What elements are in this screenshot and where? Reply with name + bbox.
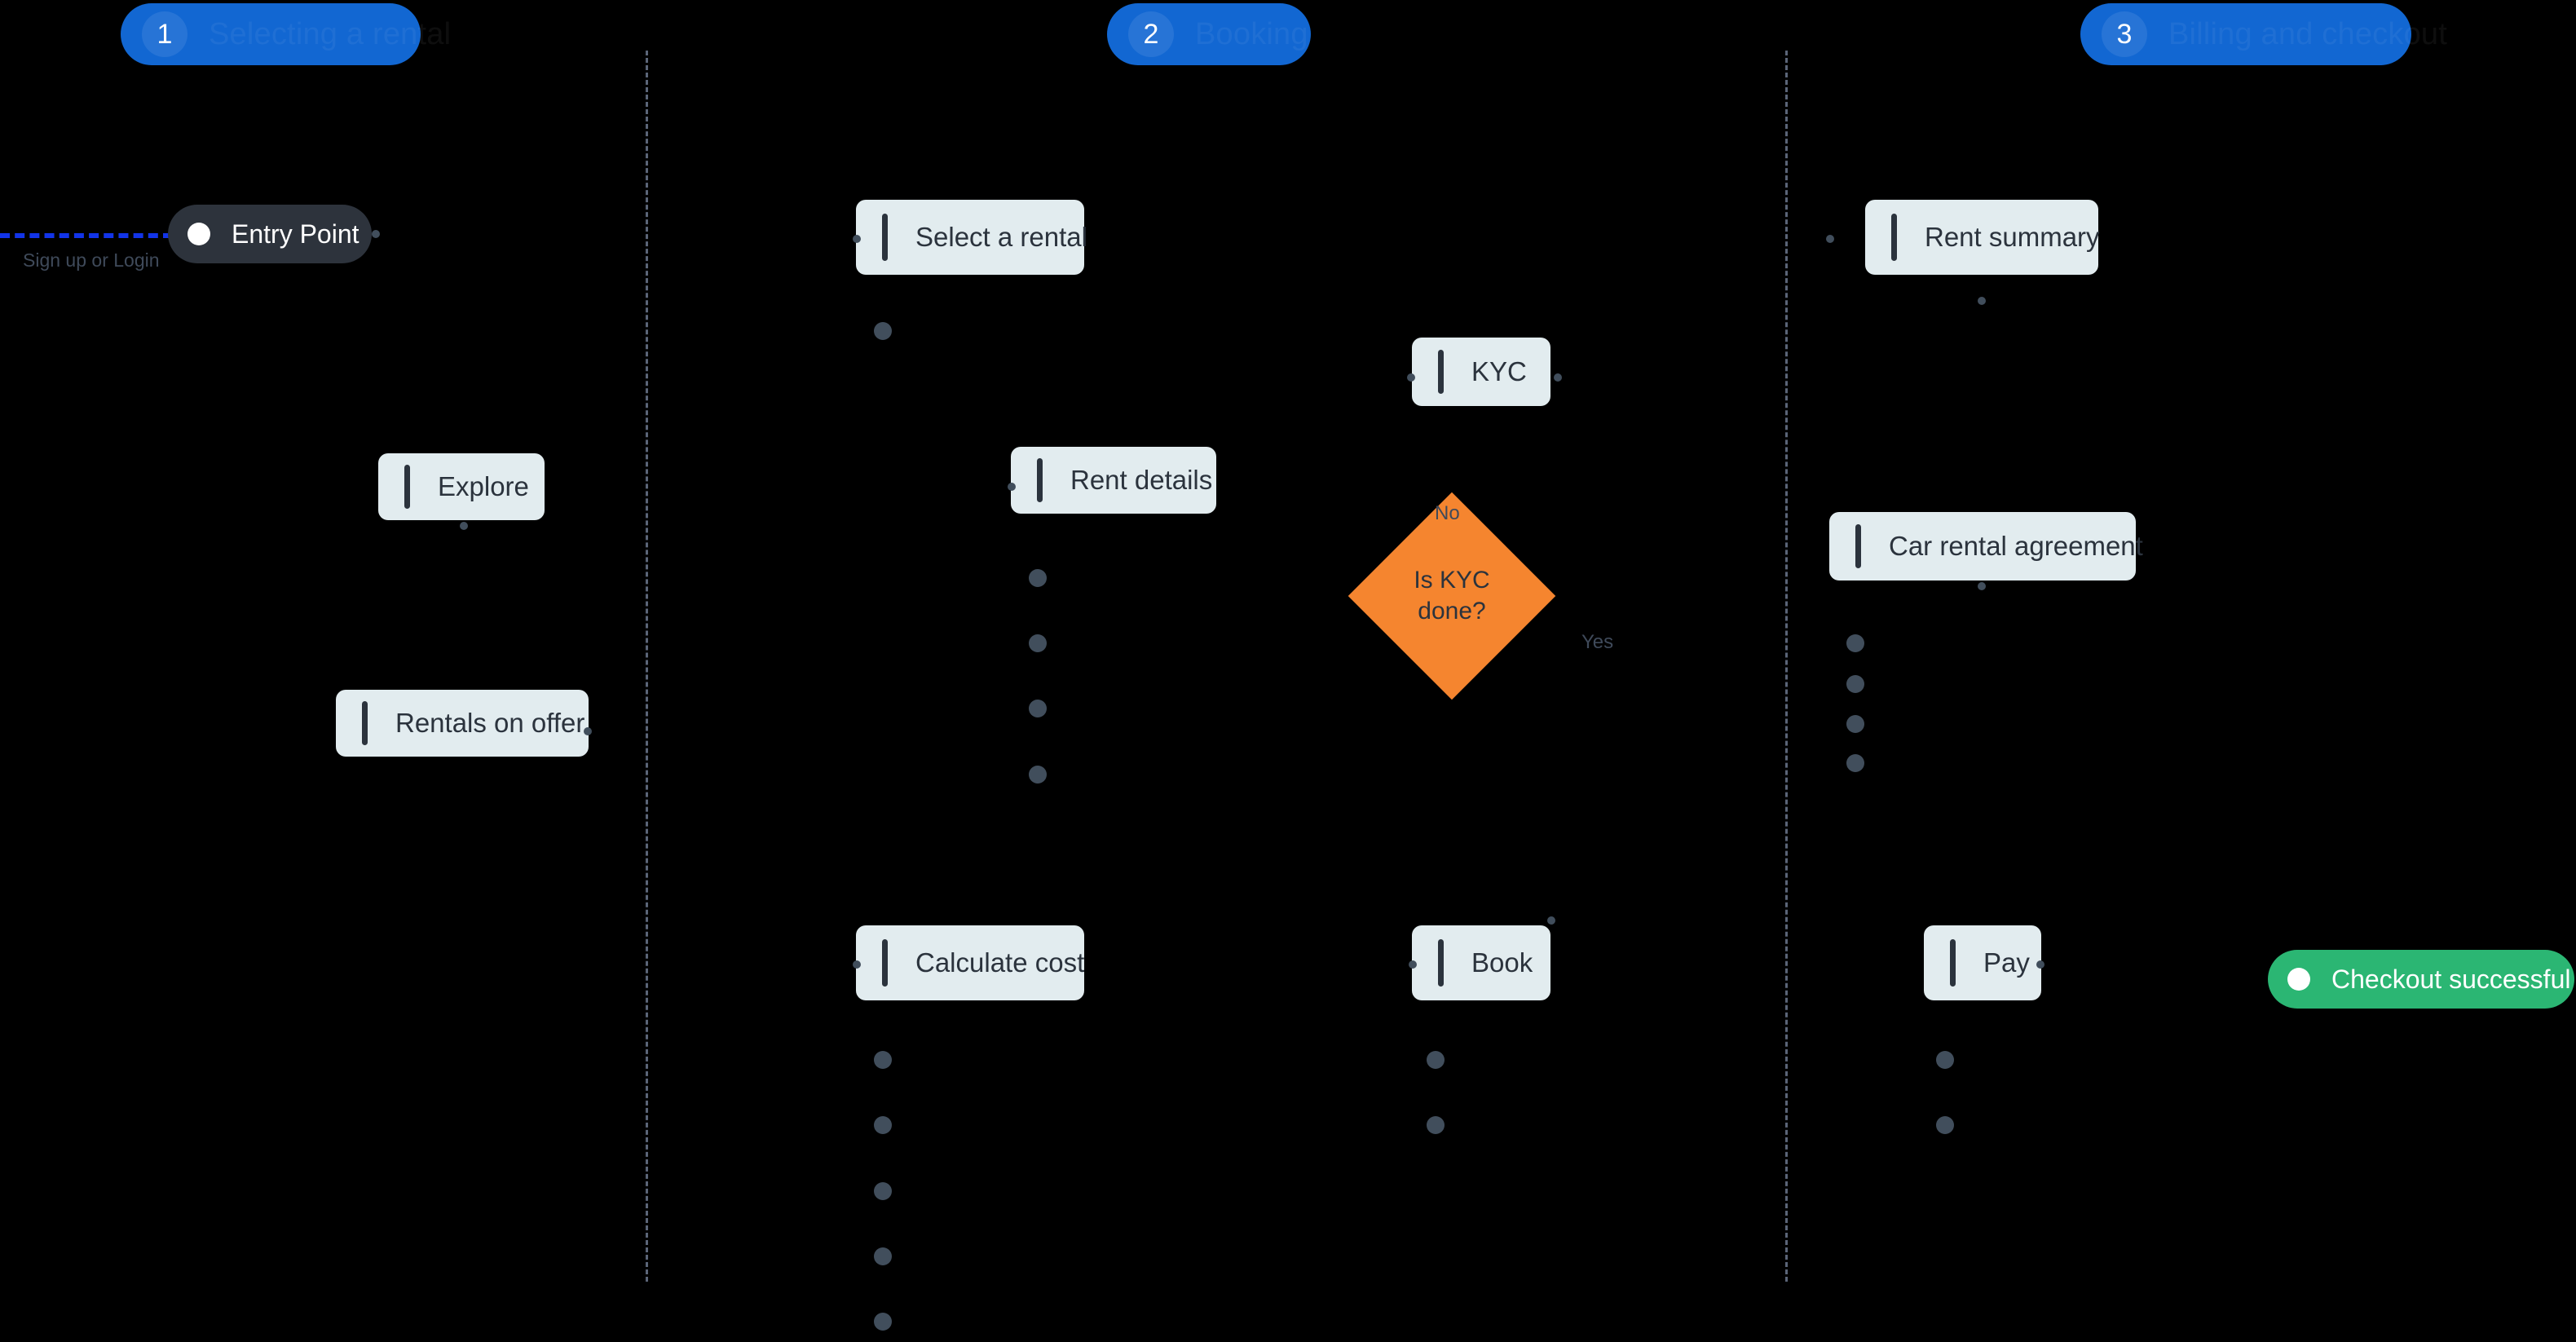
card-accent-bar-icon <box>1438 939 1444 987</box>
connector-dot[interactable] <box>1427 1116 1445 1134</box>
column-divider <box>646 51 648 1282</box>
edge-anchor-nub[interactable] <box>1978 582 1986 590</box>
step-card-label: Select a rental <box>915 222 1087 252</box>
step-card-label: KYC <box>1471 356 1527 386</box>
entry-connector-label: Sign up or Login <box>23 249 160 271</box>
step-card-kyc[interactable]: KYC <box>1412 338 1550 406</box>
connector-dot[interactable] <box>874 1051 892 1069</box>
edge-anchor-nub[interactable] <box>1409 960 1417 969</box>
edge-anchor-nub[interactable] <box>1008 483 1016 491</box>
card-accent-bar-icon <box>404 465 410 509</box>
stage-number-badge: 3 <box>2102 11 2147 57</box>
entry-point-dot-icon <box>187 223 210 245</box>
connector-dot[interactable] <box>1936 1116 1954 1134</box>
column-divider <box>1785 51 1788 1282</box>
stage-pill-2[interactable]: 2 Booking <box>1107 3 1311 65</box>
success-dot-icon <box>2287 968 2310 991</box>
connector-dot[interactable] <box>874 1116 892 1134</box>
step-card-rentals-on-offer[interactable]: Rentals on offer <box>336 690 589 757</box>
step-card-label: Explore <box>438 471 529 501</box>
stage-pill-1[interactable]: 1 Selecting a rental <box>121 3 451 65</box>
step-card-label: Calculate cost <box>915 947 1085 978</box>
card-accent-bar-icon <box>362 701 368 745</box>
card-accent-bar-icon <box>1037 458 1043 502</box>
branch-label-yes: Yes <box>1581 631 1614 653</box>
connector-dot[interactable] <box>874 1182 892 1200</box>
connector-dot[interactable] <box>1846 675 1864 693</box>
edge-anchor-nub[interactable] <box>460 522 468 530</box>
entry-point-label: Entry Point <box>232 219 359 249</box>
stage-title: Billing and checkout <box>2168 16 2447 51</box>
card-accent-bar-icon <box>882 214 888 261</box>
step-card-label: Rentals on offer <box>395 708 585 738</box>
card-accent-bar-icon <box>1950 939 1956 987</box>
step-card-select-a-rental[interactable]: Select a rental <box>856 200 1087 275</box>
edge-anchor-nub[interactable] <box>1978 297 1986 305</box>
connector-dot[interactable] <box>1029 700 1047 717</box>
checkout-successful-node[interactable]: Checkout successful <box>2268 950 2574 1009</box>
step-card-label: Rent summary <box>1925 222 2100 252</box>
stage-title: Booking <box>1195 16 1308 51</box>
edge-anchor-nub[interactable] <box>1554 373 1562 382</box>
connector-dot[interactable] <box>1846 634 1864 652</box>
decision-label-line1: Is KYC <box>1414 566 1490 594</box>
card-accent-bar-icon <box>882 939 888 987</box>
entry-connector-line <box>0 233 173 238</box>
card-accent-bar-icon <box>1438 350 1444 394</box>
edge-anchor-nub[interactable] <box>1407 373 1415 382</box>
connector-dot[interactable] <box>874 1247 892 1265</box>
step-card-rent-details[interactable]: Rent details <box>1011 447 1216 514</box>
step-card-calculate-cost[interactable]: Calculate cost <box>856 925 1084 1000</box>
step-card-label: Pay <box>1983 947 2030 978</box>
edge-anchor-nub[interactable] <box>1547 916 1555 925</box>
edge-anchor-nub[interactable] <box>853 960 861 969</box>
step-card-car-rental-agreement[interactable]: Car rental agreement <box>1829 512 2143 581</box>
edge-anchor-nub[interactable] <box>584 727 592 735</box>
stage-title: Selecting a rental <box>209 16 452 51</box>
stage-pill-3[interactable]: 3 Billing and checkout <box>2080 3 2447 65</box>
card-accent-bar-icon <box>1855 524 1861 568</box>
step-card-label: Rent details <box>1070 465 1213 495</box>
step-card-label: Book <box>1471 947 1533 978</box>
decision-label-line2: done? <box>1418 598 1486 625</box>
stage-number-badge: 2 <box>1128 11 1174 57</box>
checkout-successful-label: Checkout successful <box>2331 964 2571 994</box>
connector-dot[interactable] <box>1029 569 1047 587</box>
edge-anchor-nub[interactable] <box>372 230 380 238</box>
connector-dot[interactable] <box>1029 634 1047 652</box>
connector-dot[interactable] <box>1936 1051 1954 1069</box>
connector-dot[interactable] <box>874 1313 892 1331</box>
decision-label: Is KYC done? <box>1378 523 1525 669</box>
step-card-explore[interactable]: Explore <box>378 453 545 520</box>
stage-number-badge: 1 <box>142 11 187 57</box>
connector-dot[interactable] <box>1846 754 1864 772</box>
connector-dot[interactable] <box>1029 766 1047 784</box>
connector-dot[interactable] <box>1427 1051 1445 1069</box>
edge-anchor-nub[interactable] <box>1826 235 1834 243</box>
entry-point-node[interactable]: Entry Point <box>168 205 372 263</box>
card-accent-bar-icon <box>1891 214 1897 261</box>
step-card-label: Car rental agreement <box>1889 531 2143 561</box>
edge-anchor-nub[interactable] <box>853 235 861 243</box>
branch-label-no: No <box>1435 502 1460 524</box>
step-card-rent-summary[interactable]: Rent summary <box>1865 200 2100 275</box>
edge-anchor-nub[interactable] <box>2036 960 2044 969</box>
connector-dot[interactable] <box>1846 715 1864 733</box>
decision-node-is-kyc-done[interactable]: Is KYC done? <box>1348 492 1556 700</box>
connector-dot[interactable] <box>874 322 892 340</box>
step-card-pay[interactable]: Pay <box>1924 925 2041 1000</box>
step-card-book[interactable]: Book <box>1412 925 1550 1000</box>
